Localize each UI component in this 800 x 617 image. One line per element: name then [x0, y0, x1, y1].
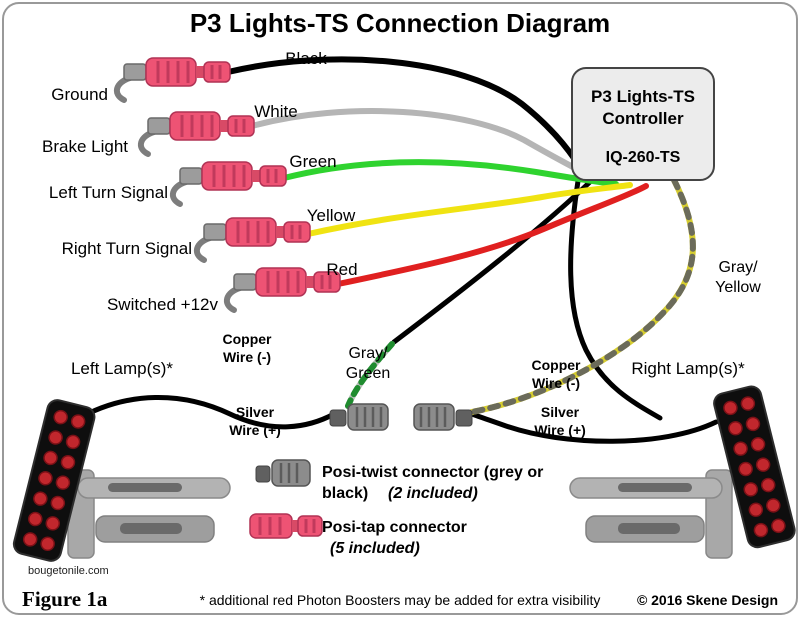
controller-outline: [571, 67, 715, 181]
posi-tap-legend-line1: Posi-tap connector: [322, 519, 467, 536]
posi-twist-legend-line1: Posi-twist connector (grey or: [322, 464, 543, 481]
posi-twist-legend-qty: (2 included): [388, 485, 478, 502]
black-wire: [225, 56, 591, 183]
watermark-text: bougetonile.com: [28, 565, 109, 577]
footnote-text: * additional red Photon Boosters may be …: [200, 592, 601, 608]
right-silver-wire-label-line2: Wire (+): [534, 422, 586, 438]
left-copper-wire-label-line2: Wire (-): [223, 349, 271, 365]
figure-label: Figure 1a: [22, 587, 108, 611]
gray-yellow-label-line2: Yellow: [715, 279, 761, 296]
yellow-wire: [305, 182, 633, 237]
controller-right-branch-wire: [568, 178, 663, 421]
green-wire-label: Green: [289, 152, 336, 171]
controller-name-line1: P3 Lights-TS: [591, 87, 695, 106]
yellow-wire-label: Yellow: [307, 206, 356, 225]
right-copper-wire-label-line2: Wire (-): [532, 375, 580, 391]
right-copper-wire-label-line1: Copper: [532, 357, 582, 373]
white-wire-label: White: [254, 102, 297, 121]
gray-green-wire-stripes: [345, 341, 395, 409]
switched-12v-label: Switched +12v: [107, 295, 219, 314]
controller-model: IQ-260-TS: [606, 149, 681, 166]
left-silver-wire-label-line2: Wire (+): [229, 422, 281, 438]
gray-yellow-label-line1: Gray/: [718, 259, 758, 276]
posi-twist-legend-icon: [255, 459, 311, 487]
right-silver-wire-label-line1: Silver: [541, 404, 580, 420]
posi-tap-legend-qty: (5 included): [330, 540, 420, 557]
left-silver-wire-label-line1: Silver: [236, 404, 275, 420]
red-wire: [335, 183, 649, 287]
left-lamp-wire: [73, 394, 337, 430]
gray-yellow-wire-stripes: [469, 177, 696, 415]
controller-box: P3 Lights-TS Controller IQ-260-TS: [571, 67, 715, 181]
right-turn-signal-label: Right Turn Signal: [62, 239, 192, 258]
right-lamp-wire: [469, 411, 719, 444]
red-wire-label: Red: [326, 260, 357, 279]
brake-light-label: Brake Light: [42, 137, 128, 156]
copyright-text: © 2016 Skene Design: [637, 592, 778, 608]
left-turn-signal-label: Left Turn Signal: [49, 183, 168, 202]
left-copper-wire-label-line1: Copper: [223, 331, 273, 347]
legend: Posi-twist connector (grey or black) (2 …: [249, 459, 543, 557]
black-wire-label: Black: [285, 49, 327, 68]
diagram-title: P3 Lights-TS Connection Diagram: [190, 8, 610, 38]
controller-name-line2: Controller: [602, 109, 684, 128]
controller-left-branch-wire: [391, 177, 595, 345]
right-lamp-label: Right Lamp(s)*: [631, 359, 745, 378]
gray-green-label-line2: Green: [346, 365, 390, 382]
posi-twist-legend-line2: black): [322, 485, 368, 502]
ground-label: Ground: [51, 85, 108, 104]
posi-tap-legend-icon: [249, 513, 323, 539]
gray-green-label-line1: Gray/: [348, 345, 388, 362]
left-lamp-label: Left Lamp(s)*: [71, 359, 173, 378]
